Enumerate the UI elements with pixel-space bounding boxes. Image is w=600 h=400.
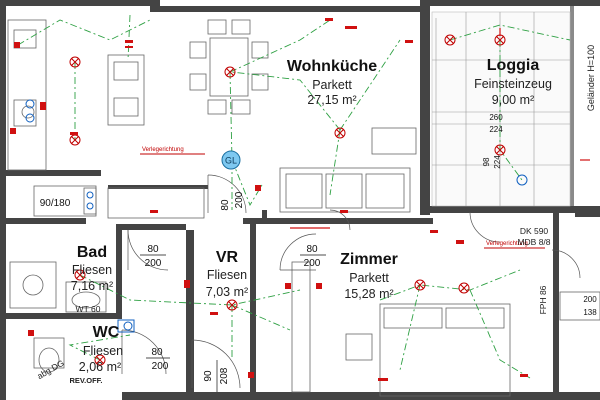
room-floor: Parkett [349,271,389,285]
ceiling-light-icon [74,269,86,281]
room-name: Bad [77,244,107,261]
svg-text:GL: GL [225,156,237,166]
mdb-label: MDB 8/8 [517,237,550,247]
wt-label: WT 60 [76,304,101,314]
ceiling-light-icon [458,282,470,294]
ceiling-light-icon [444,34,456,46]
room-name: Wohnküche [287,58,377,75]
door-width: 80 [306,244,318,255]
room-area: 9,00 m² [492,93,534,107]
door-height: 200 [304,258,321,269]
dimension-labels: 90/180 80 200 80 200 80 200 80 200 90 20… [40,113,597,392]
ceiling-light-icon [414,279,426,291]
loggia-tiles [431,11,571,207]
room-name: Loggia [487,57,540,74]
room-name: VR [216,249,239,266]
abg-dg-label: abg DG [35,358,65,381]
room-area: 7,16 m² [71,279,113,293]
room-name: WC [93,324,120,341]
room-zimmer: Zimmer Parkett 15,28 m² [340,251,398,301]
room-wc: WC Fliesen 2,06 m² [79,324,123,374]
room-floor: Parkett [312,78,352,92]
railing-label: Geländer H=100 [586,45,596,111]
door-width: 80 [220,199,231,211]
ceiling-light-icon [69,56,81,68]
ceiling-light-icon [94,354,106,366]
door-swings [121,174,581,389]
ceiling-light-icon [226,299,238,311]
room-wohnkueche: Wohnküche Parkett 27,15 m² [287,58,377,107]
room-floor: Fliesen [83,344,123,358]
loggia-dimension: 98 [482,157,491,166]
room-floor: Fliesen [207,268,247,282]
sensors [25,99,528,333]
furniture [7,19,600,397]
room-name: Zimmer [340,251,398,268]
door-width: 80 [151,347,163,358]
ceiling-light-icon [69,134,81,146]
light-fixtures [69,34,506,366]
room-vr: VR Fliesen 7,03 m² [206,249,248,299]
side-dimension: 138 [583,308,597,317]
ceiling-light-icon [334,127,346,139]
room-bad: Bad Fliesen 7,16 m² [71,244,113,293]
door-height: 200 [145,258,162,269]
ceiling-light-icon [494,144,506,156]
side-dimension: 200 [583,295,597,304]
loggia-dimension: 224 [489,125,503,134]
revision-label: REV.OFF. [69,376,102,385]
dk-label: DK 590 [520,226,549,236]
room-area: 2,06 m² [79,360,121,374]
ceiling-light-icon [224,66,236,78]
gl-junction-icon: GL [221,150,241,170]
laying-direction-label: Verlegerichtung [142,147,184,153]
loggia-dimension: 260 [489,113,503,122]
door-height: 200 [152,361,169,372]
fph-label: FPH 86 [538,285,548,314]
outlets [10,18,590,381]
door-width: 90 [203,370,214,382]
niche-dimension: 90/180 [40,198,71,209]
door-height: 208 [219,367,230,384]
room-area: 15,28 m² [344,287,393,301]
door-height: 200 [234,191,245,208]
room-loggia: Loggia Feinsteinzeug 9,00 m² [474,57,552,107]
room-floor: Feinsteinzeug [474,77,552,91]
room-floor: Fliesen [72,263,112,277]
door-width: 80 [147,244,159,255]
room-area: 7,03 m² [206,285,248,299]
laying-direction-markers: Verlegerichtung Verlegerichtung [140,147,545,249]
room-area: 27,15 m² [307,93,356,107]
laying-direction-label: Verlegerichtung [486,241,528,247]
loggia-dimension: 224 [493,155,502,169]
wiring [17,14,571,379]
